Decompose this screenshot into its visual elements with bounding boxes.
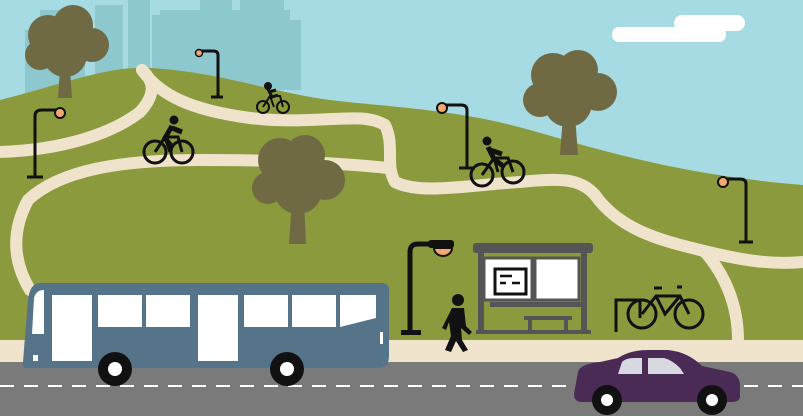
pedestrian-icon (442, 294, 472, 352)
hill (0, 67, 803, 346)
tree-icon (25, 5, 109, 98)
bus-shelter-icon (473, 243, 593, 334)
street-lamp-icon (194, 48, 223, 99)
street-lamp-icon (27, 107, 66, 179)
bicycle-rack-icon (614, 285, 705, 332)
cyclist-icon (256, 82, 290, 114)
cyclist-icon (142, 115, 195, 165)
cloud-icon (612, 15, 745, 42)
street-lamp-icon (436, 102, 475, 170)
car-icon (574, 350, 740, 415)
tree-icon (523, 50, 617, 155)
street-lamp-icon (401, 240, 454, 335)
cyclist-icon (469, 136, 526, 188)
bus-icon (22, 283, 389, 386)
tree-icon (252, 135, 345, 244)
street-lamp-icon (717, 176, 753, 244)
